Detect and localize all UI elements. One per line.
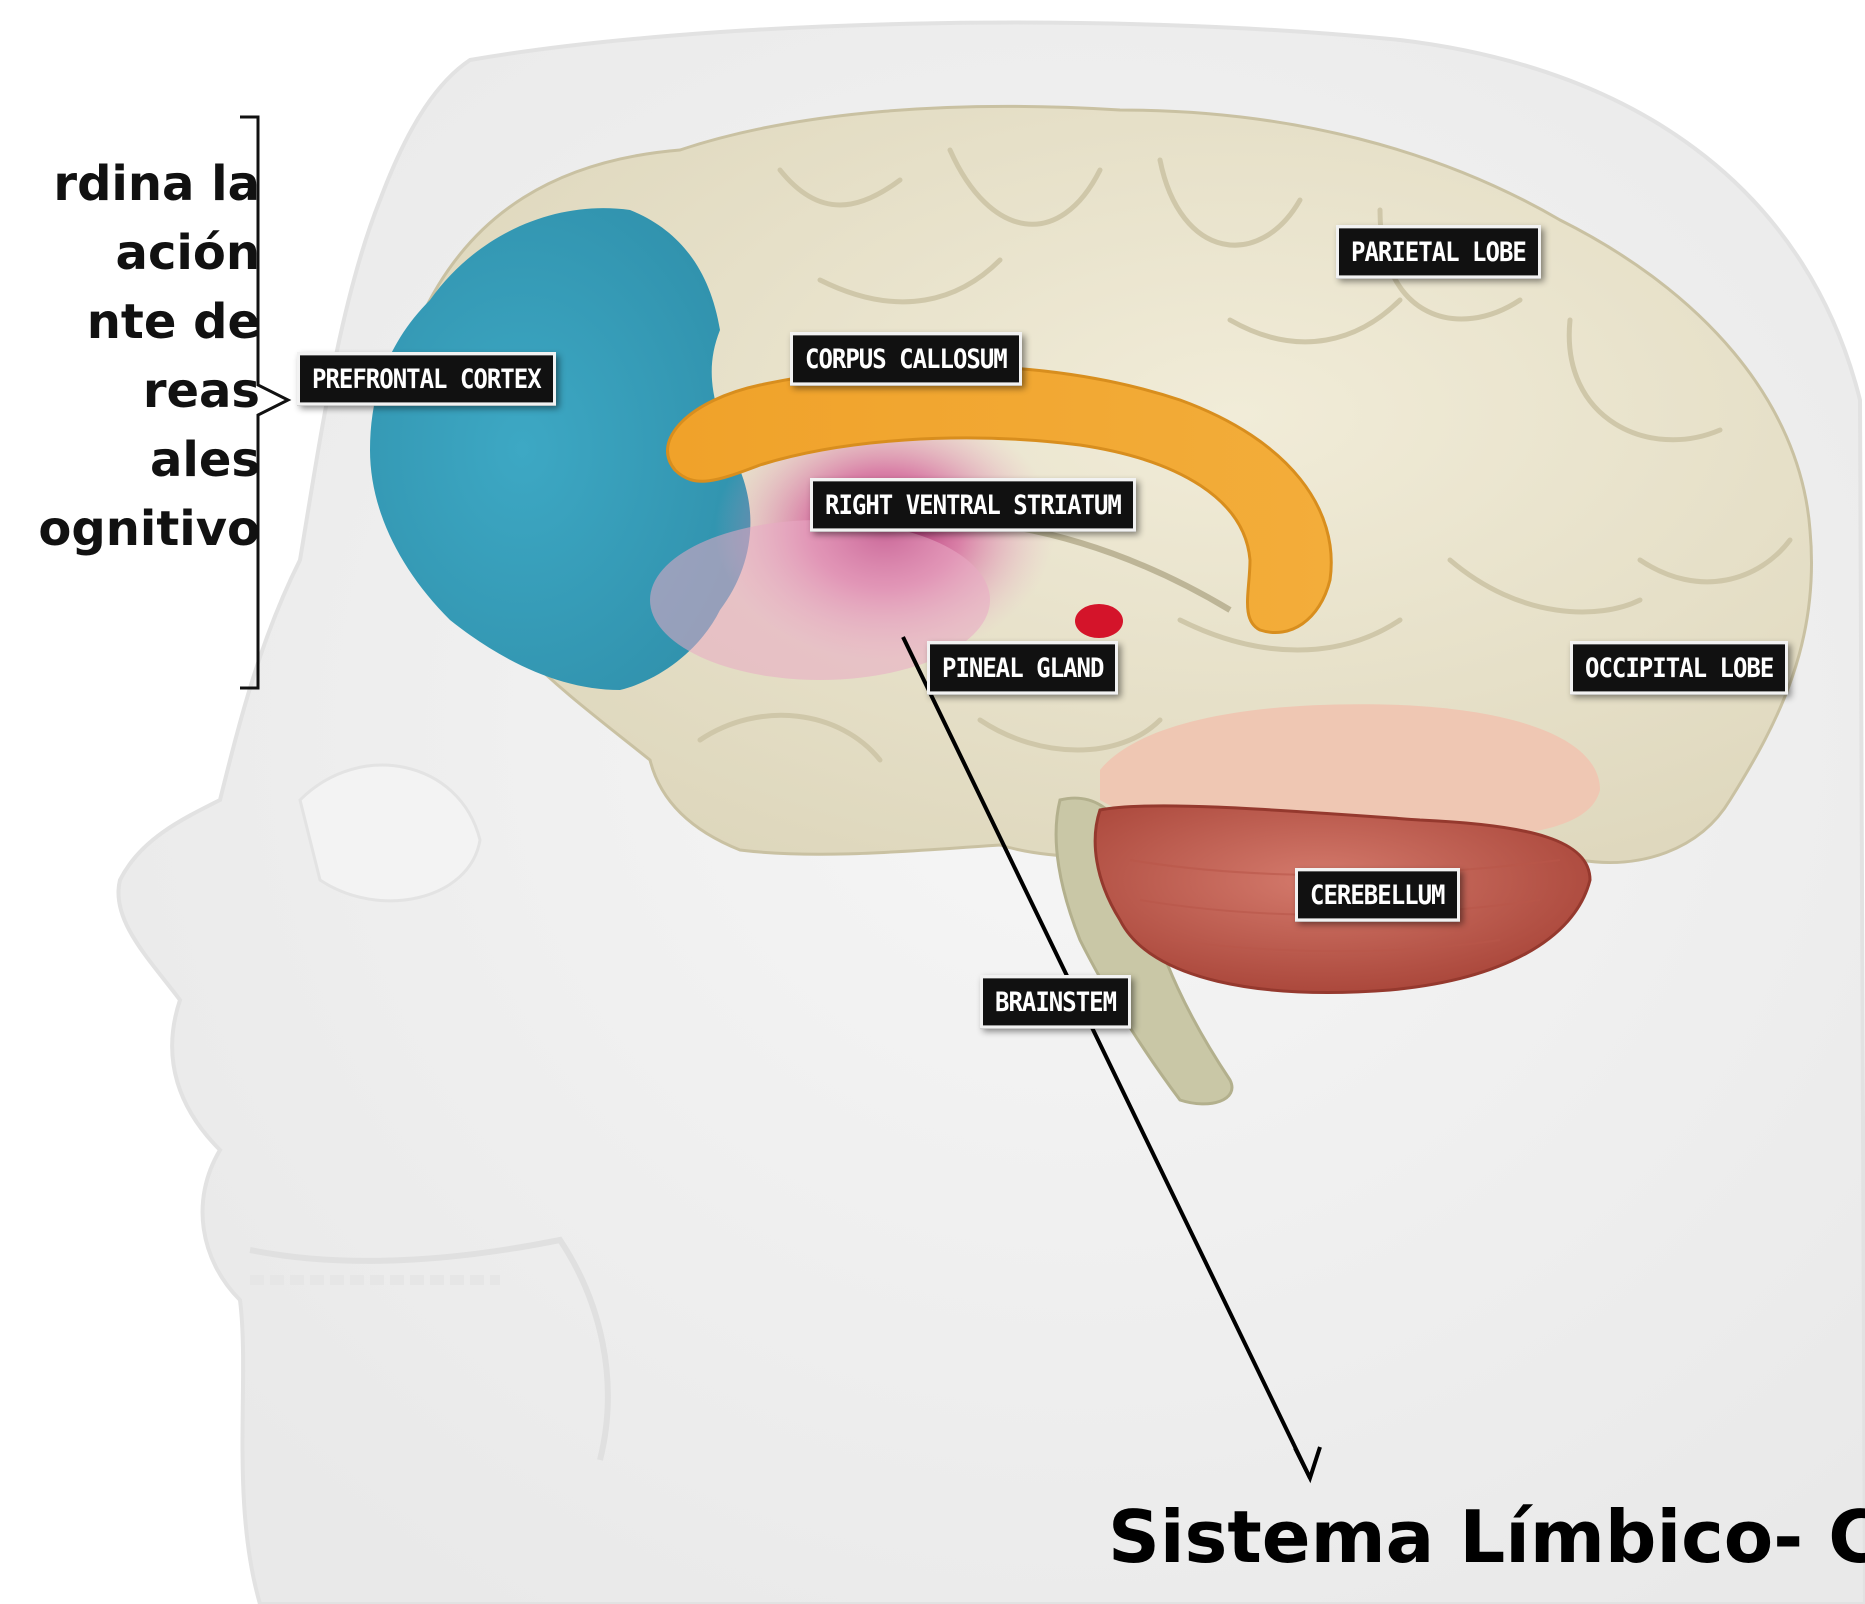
label-parietal-lobe: PARIETAL LOBE	[1336, 225, 1541, 279]
label-prefrontal-cortex: PREFRONTAL CORTEX	[297, 352, 556, 406]
skull-jaw	[249, 1236, 611, 1461]
label-right-ventral-striatum: RIGHT VENTRAL STRIATUM	[810, 478, 1136, 532]
label-cerebellum: CEREBELLUM	[1295, 868, 1460, 922]
side-line: ales	[150, 432, 260, 488]
bracket	[240, 115, 292, 690]
side-line: reas	[142, 363, 260, 419]
side-line: rdina la	[53, 156, 260, 212]
prefrontal-cortex-region	[370, 208, 751, 690]
label-brainstem: BRAINSTEM	[980, 975, 1132, 1029]
caption-sistema-limbico: Sistema Límbico- C	[1108, 1495, 1865, 1579]
arrow-line	[901, 636, 1312, 1479]
label-pineal-gland: PINEAL GLAND	[927, 641, 1119, 695]
pineal-gland-region	[1075, 604, 1123, 638]
arrow-head	[1293, 1446, 1322, 1484]
side-line: ognitivo	[38, 501, 260, 557]
label-occipital-lobe: OCCIPITAL LOBE	[1570, 641, 1789, 695]
side-description: rdina la ación nte de reas ales ognitivo	[0, 150, 260, 564]
label-corpus-callosum: CORPUS CALLOSUM	[790, 332, 1022, 386]
brain-gyri	[697, 147, 1793, 763]
side-line: ación	[115, 225, 260, 281]
side-line: nte de	[86, 294, 260, 350]
skull-eye-socket	[298, 763, 482, 903]
